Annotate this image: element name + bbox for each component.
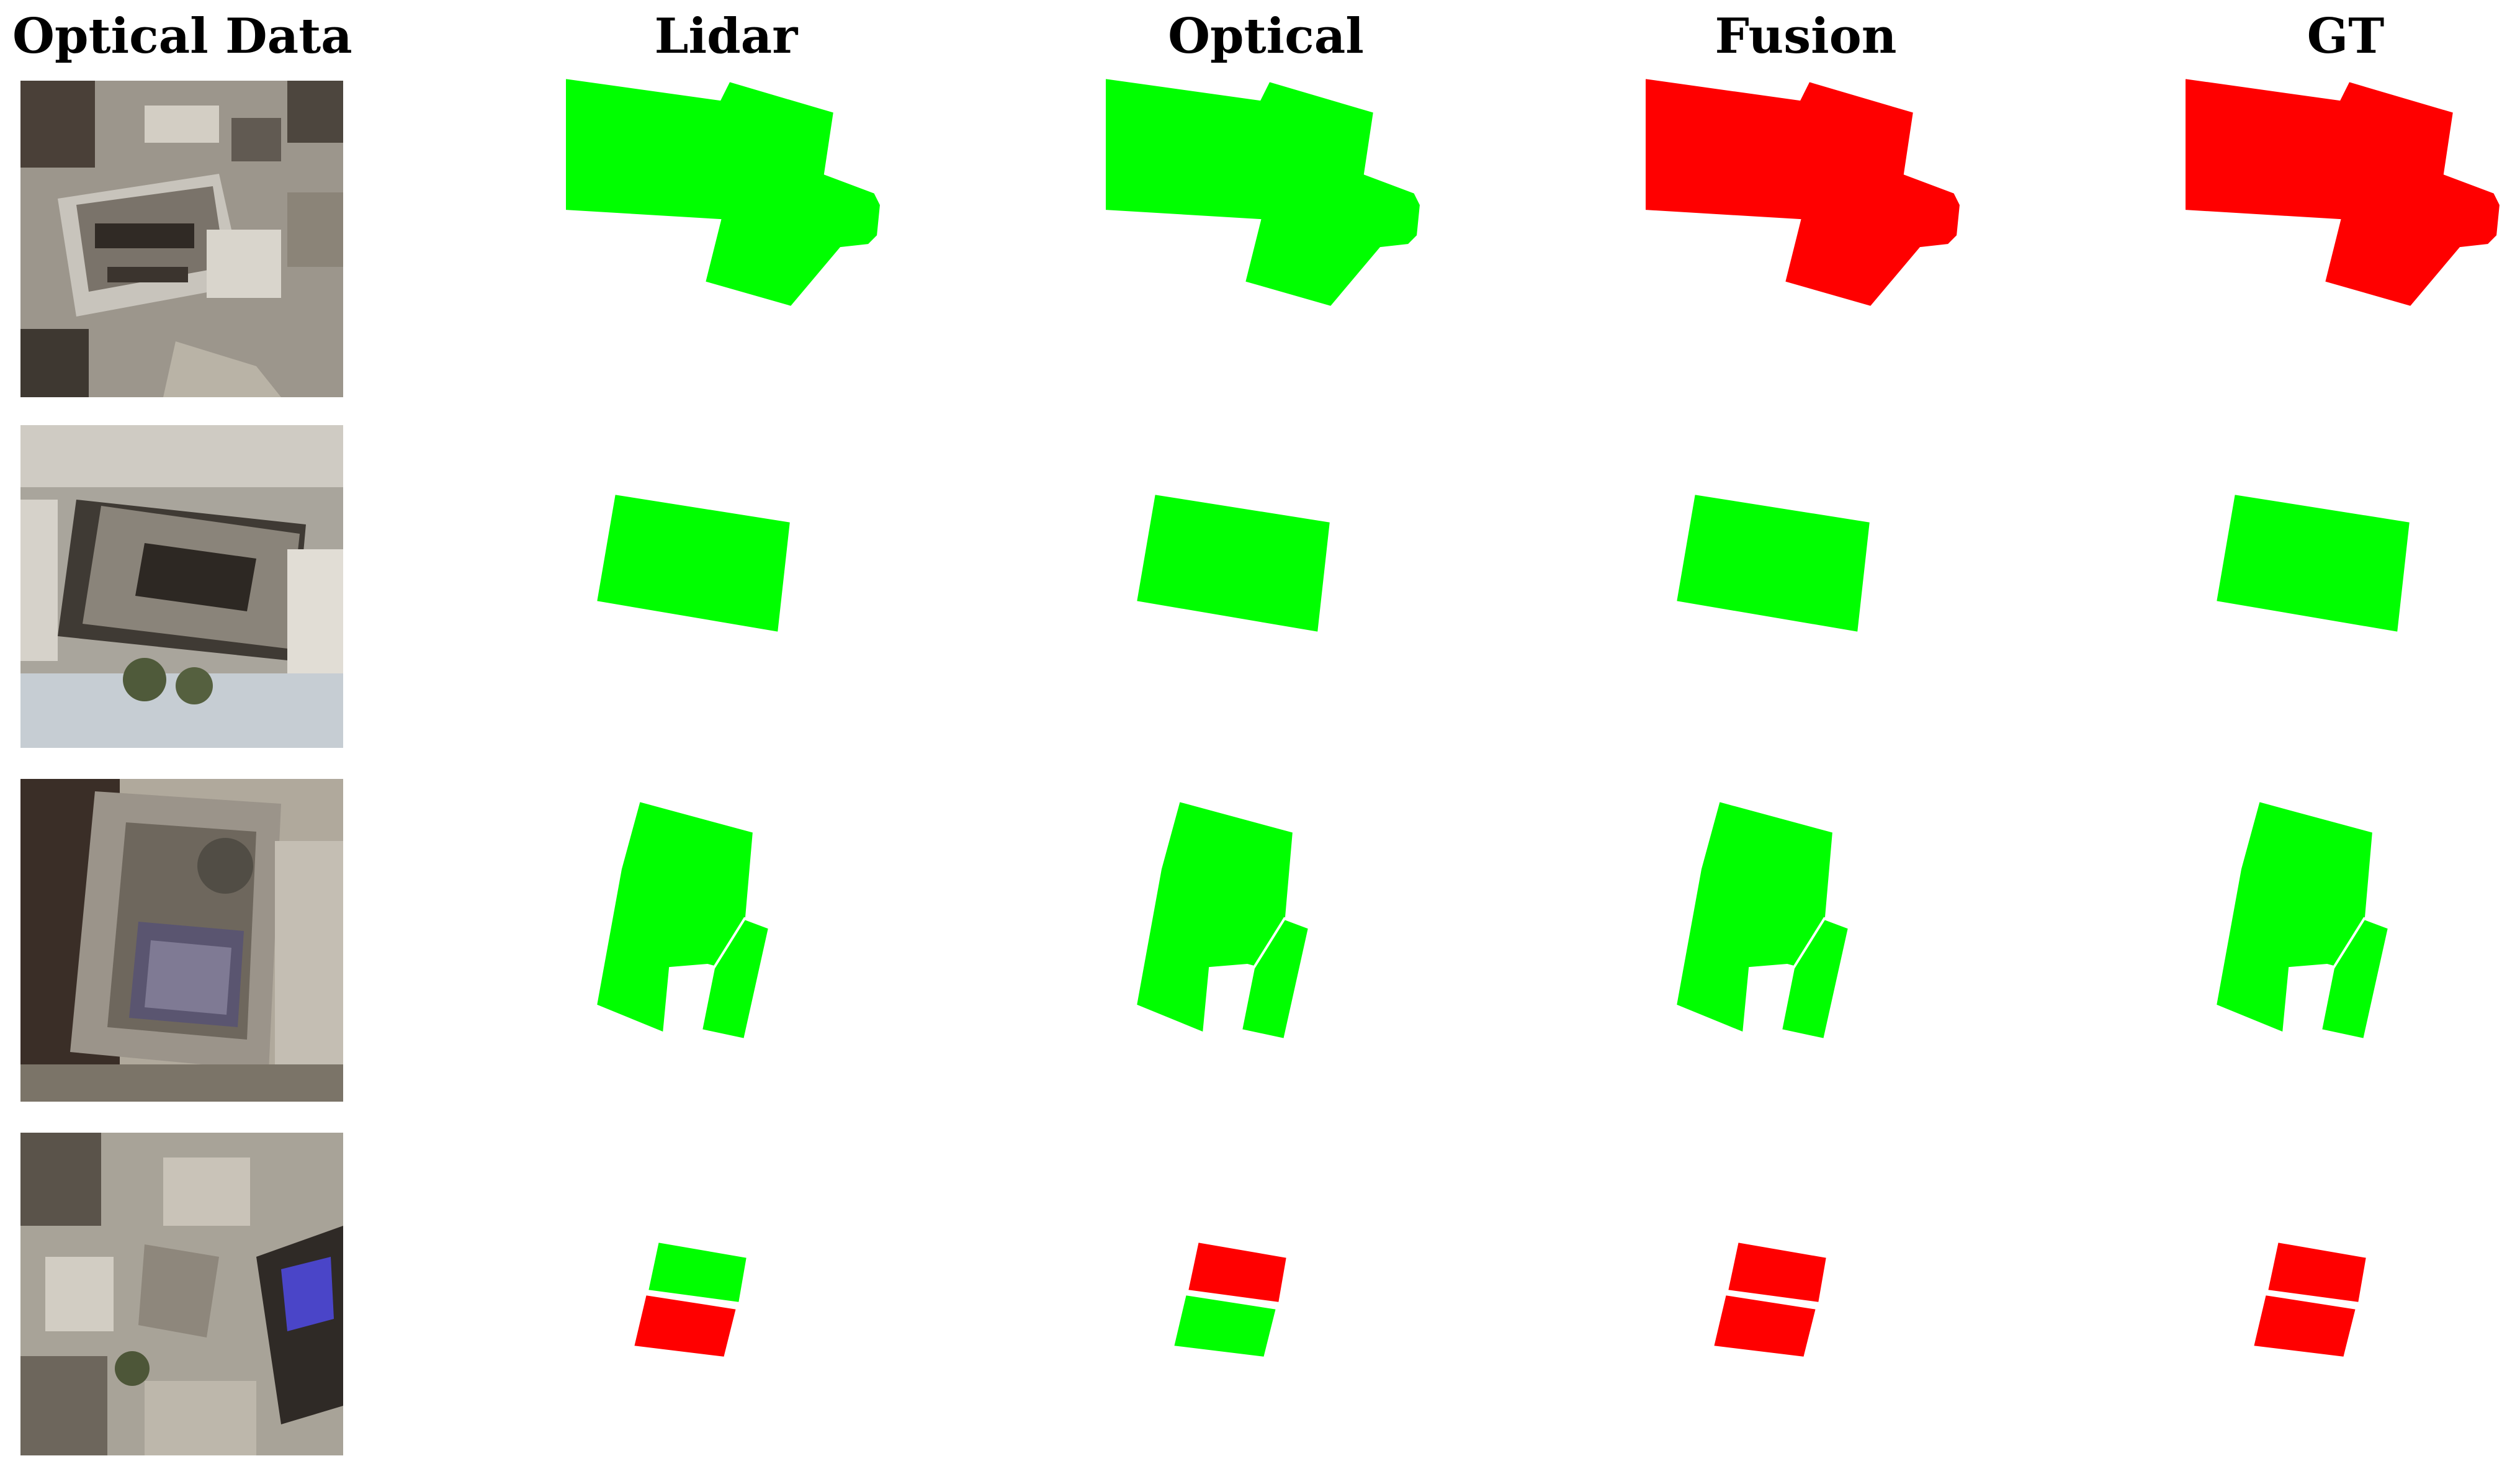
mask-lidar-row-3-part-2 bbox=[699, 917, 771, 1041]
mask-lidar-row-4-part-1 bbox=[645, 1239, 750, 1305]
mask-lidar-row-3-part-1 bbox=[594, 799, 756, 1035]
optical-photo-row-2 bbox=[20, 425, 343, 748]
mask-gt-row-4-part-1 bbox=[2265, 1239, 2369, 1305]
mask-gt-row-3-part-1 bbox=[2213, 799, 2375, 1035]
mask-gt-row-2-part-1 bbox=[2213, 492, 2413, 635]
header-lidar: Lidar bbox=[654, 8, 798, 65]
mask-fusion-row-1-part-1 bbox=[1643, 76, 1963, 309]
header-optical-data: Optical Data bbox=[12, 8, 352, 65]
mask-optical-row-3-part-1 bbox=[1134, 799, 1296, 1035]
mask-gt-row-3-part-2 bbox=[2319, 917, 2391, 1041]
mask-optical-row-1-part-1 bbox=[1103, 76, 1423, 309]
header-optical: Optical bbox=[1168, 8, 1364, 65]
mask-optical-row-2-part-1 bbox=[1134, 492, 1333, 635]
mask-fusion-row-4-part-2 bbox=[1711, 1292, 1819, 1360]
mask-lidar-row-1-part-1 bbox=[563, 76, 883, 309]
optical-photo-row-3 bbox=[20, 779, 343, 1102]
mask-fusion-row-3-part-1 bbox=[1674, 799, 1836, 1035]
mask-optical-row-3-part-2 bbox=[1239, 917, 1311, 1041]
header-fusion: Fusion bbox=[1715, 8, 1897, 65]
mask-optical-row-4-part-2 bbox=[1171, 1292, 1279, 1360]
header-gt: GT bbox=[2307, 8, 2385, 65]
mask-gt-row-4-part-2 bbox=[2251, 1292, 2359, 1360]
mask-lidar-row-2-part-1 bbox=[594, 492, 793, 635]
optical-photo-row-1 bbox=[20, 81, 343, 397]
mask-optical-row-4-part-1 bbox=[1185, 1239, 1289, 1305]
mask-fusion-row-3-part-2 bbox=[1779, 917, 1851, 1041]
mask-fusion-row-2-part-1 bbox=[1674, 492, 1873, 635]
mask-fusion-row-4-part-1 bbox=[1725, 1239, 1829, 1305]
mask-gt-row-1-part-1 bbox=[2183, 76, 2503, 309]
optical-photo-row-4 bbox=[20, 1133, 343, 1455]
mask-lidar-row-4-part-2 bbox=[631, 1292, 739, 1360]
